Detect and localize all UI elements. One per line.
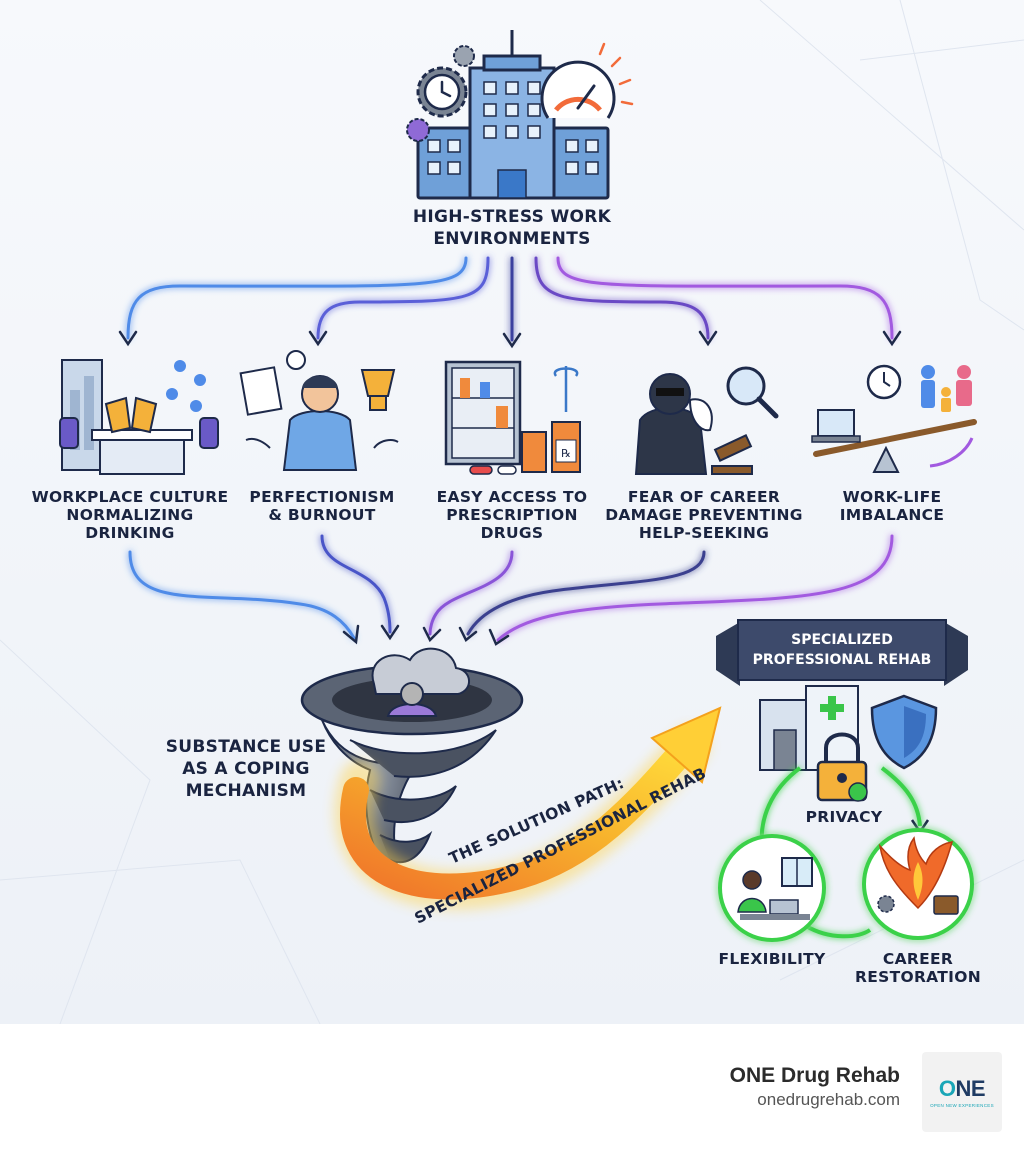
cause-3-line2: PRESCRIPTION (446, 506, 578, 524)
clock-gear-icon (406, 45, 475, 142)
speedometer-icon (540, 42, 634, 119)
cause-3-line3: DRUGS (481, 524, 544, 542)
cause-4-line1: FEAR OF CAREER (628, 488, 780, 506)
rehab-banner-line2: PROFESSIONAL REHAB (753, 652, 932, 668)
pillar-flexibility: FLEXIBILITY (718, 950, 826, 968)
brand-block: ONE Drug Rehab onedrugrehab.com (730, 1064, 900, 1110)
cause-1-label: WORKPLACE CULTURE NORMALIZING DRINKING (32, 488, 229, 542)
flexibility-icon (718, 834, 826, 942)
rx-symbol: ℞ (561, 447, 571, 460)
cause-2-line1: PERFECTIONISM (249, 488, 394, 506)
arrow-to-cause-2 (316, 256, 490, 340)
cause-4-line3: HELP-SEEKING (639, 524, 769, 542)
arrow-cause-4-to-coping (466, 550, 706, 636)
building-icon (416, 30, 610, 200)
logo-text: ONE (938, 1076, 986, 1101)
coping-line1: SUBSTANCE USE (166, 737, 326, 757)
shield-icon (870, 694, 938, 770)
cause-5-line1: WORK-LIFE (843, 488, 942, 506)
cause-1-line3: DRINKING (85, 524, 174, 542)
rehab-banner: SPECIALIZED PROFESSIONAL REHAB (716, 619, 968, 686)
converging-arrows (128, 534, 894, 646)
medicine-cabinet-icon: ℞ (444, 360, 581, 475)
solution-arrow (334, 706, 722, 910)
arrow-cause-1-to-coping (128, 550, 356, 640)
lock-icon (816, 732, 868, 802)
arrow-cause-5-to-coping (496, 534, 894, 642)
arrow-cause-2-to-coping (320, 534, 392, 634)
cause-4-line2: DAMAGE PREVENTING (605, 506, 803, 524)
arrow-to-cause-4 (534, 256, 710, 340)
cause-3-line1: EASY ACCESS TO (437, 488, 588, 506)
top-arrows (118, 256, 902, 349)
footer (0, 1024, 1024, 1154)
pillar-career: CAREER (883, 950, 953, 968)
rehab-banner-line1: SPECIALIZED (791, 632, 893, 648)
arrow-to-cause-5 (556, 256, 894, 340)
stressed-person-icon (239, 350, 399, 471)
pillar-privacy: PRIVACY (806, 808, 883, 826)
phoenix-icon (862, 828, 974, 940)
coping-line3: MECHANISM (186, 781, 307, 801)
cause-5-label: WORK-LIFE IMBALANCE (840, 488, 945, 524)
hidden-person-icon (634, 366, 779, 475)
top-title-line2: ENVIRONMENTS (433, 229, 590, 249)
diagram-canvas: HIGH-STRESS WORK ENVIRONMENTS (0, 0, 1024, 1025)
one-logo: ONE OPEN NEW EXPERIENCES (922, 1052, 1002, 1132)
cause-2-label: PERFECTIONISM & BURNOUT (249, 488, 394, 524)
cycle-arrow-privacy-career (880, 766, 922, 827)
logo-subtitle: OPEN NEW EXPERIENCES (930, 1103, 994, 1108)
arrow-to-cause-1 (126, 256, 468, 340)
cause-1-line1: WORKPLACE CULTURE (32, 488, 229, 506)
cause-3-label: EASY ACCESS TO PRESCRIPTION DRUGS (437, 488, 588, 542)
logo-o: O (938, 1076, 956, 1101)
pillar-restoration: RESTORATION (855, 968, 981, 986)
cause-4-label: FEAR OF CAREER DAMAGE PREVENTING HELP-SE… (605, 488, 803, 542)
cycle-arrow-flexibility-career (804, 924, 872, 939)
office-drinking-icon (59, 359, 219, 475)
cause-1-line2: NORMALIZING (66, 506, 193, 524)
seesaw-icon (811, 364, 977, 473)
cause-2-line2: & BURNOUT (268, 506, 375, 524)
cause-5-line2: IMBALANCE (840, 506, 945, 524)
brand-url[interactable]: onedrugrehab.com (757, 1090, 900, 1109)
coping-line2: AS A COPING (182, 759, 310, 779)
arrow-cause-3-to-coping (428, 550, 514, 636)
top-title-line1: HIGH-STRESS WORK (413, 207, 612, 227)
brand-name: ONE Drug Rehab (729, 1064, 900, 1087)
